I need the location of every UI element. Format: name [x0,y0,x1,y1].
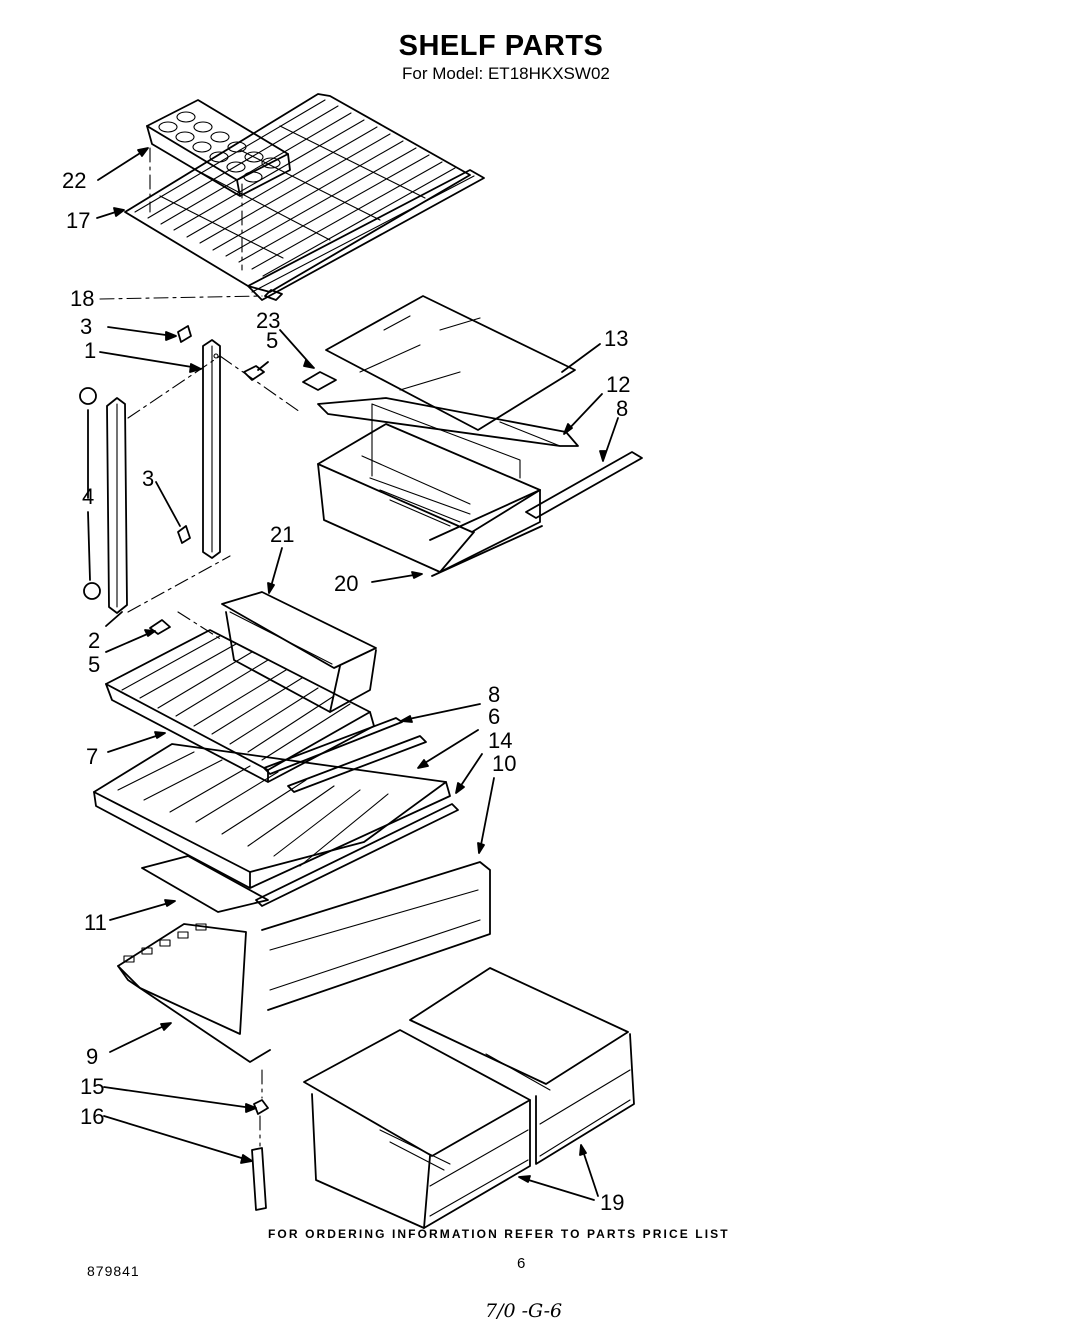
model-subtitle: For Model: ET18HKXSW02 [402,64,610,83]
clip-lower-part [177,525,191,544]
shelf-trim-lower-part [287,735,427,793]
ordering-information-note: FOR ORDERING INFORMATION REFER TO PARTS … [268,1227,730,1241]
callout-19: 19 [600,1190,625,1215]
callout-22: 22 [62,168,87,193]
callout-6: 6 [488,704,501,729]
callout-21: 21 [270,522,295,547]
callout-11: 11 [84,910,107,935]
callout-23: 23 [256,308,281,333]
callout-15: 15 [80,1074,105,1099]
leveler-rod-part [251,1147,267,1211]
handwritten-note: 7/0 -G-6 [485,1300,563,1322]
leveler-clip-part [253,1099,269,1115]
callout-4: 4 [82,484,95,509]
callout-3-lower: 3 [142,466,155,491]
crisper-pan-cover-part [117,923,271,1063]
ice-tray-part [146,99,291,197]
drawer-rail-part [525,451,643,519]
clip-upper-part [177,325,192,343]
glass-cover-part [325,295,576,431]
end-cap-lower-part [83,582,101,600]
callout-7: 7 [86,744,99,769]
rail-clip-part [264,289,283,301]
callout-3-upper: 3 [80,314,93,339]
wire-shelf-part [124,93,471,293]
utility-bin-part [221,591,377,713]
callout-14: 14 [488,728,513,753]
callout-1: 1 [84,338,97,363]
cover-frame-part [317,397,579,447]
callout-5-upper: 5 [266,328,279,353]
rail-ladder-2-part [106,397,128,614]
callout-8-lower: 8 [488,682,501,707]
cover-support-part [302,371,337,391]
crisper-drawer-right-part [409,967,635,1165]
callout-17: 17 [66,208,91,233]
callout-12: 12 [606,372,631,397]
callout-20: 20 [334,571,359,596]
page-number: 6 [517,1255,526,1272]
crisper-frame-part [261,861,491,1011]
leader-lines [87,147,619,1201]
end-cap-upper-part [79,387,97,405]
document-number: 879841 [87,1263,140,1279]
callout-18: 18 [70,286,95,311]
shelf-front-rail-part [247,169,485,301]
glass-insert-part [141,855,269,913]
crisper-drawer-upper-part [317,403,543,577]
screw-upper-part [243,365,265,381]
callout-13: 13 [604,326,629,351]
glass-shelf-bottom-part [93,743,451,889]
callout-9: 9 [86,1044,99,1069]
rail-ladder-1-part [202,339,221,559]
shelf-trim-part [263,717,403,775]
screw-lower-part [149,619,171,635]
page-title: SHELF PARTS [398,30,604,62]
callout-5-lower: 5 [88,652,101,677]
callout-10: 10 [492,751,517,776]
callout-8-upper: 8 [616,396,629,421]
shelf-edge-trim-part [255,803,459,907]
crisper-drawer-left-part [303,1029,531,1229]
callout-16: 16 [80,1104,105,1129]
callout-2: 2 [88,628,101,653]
